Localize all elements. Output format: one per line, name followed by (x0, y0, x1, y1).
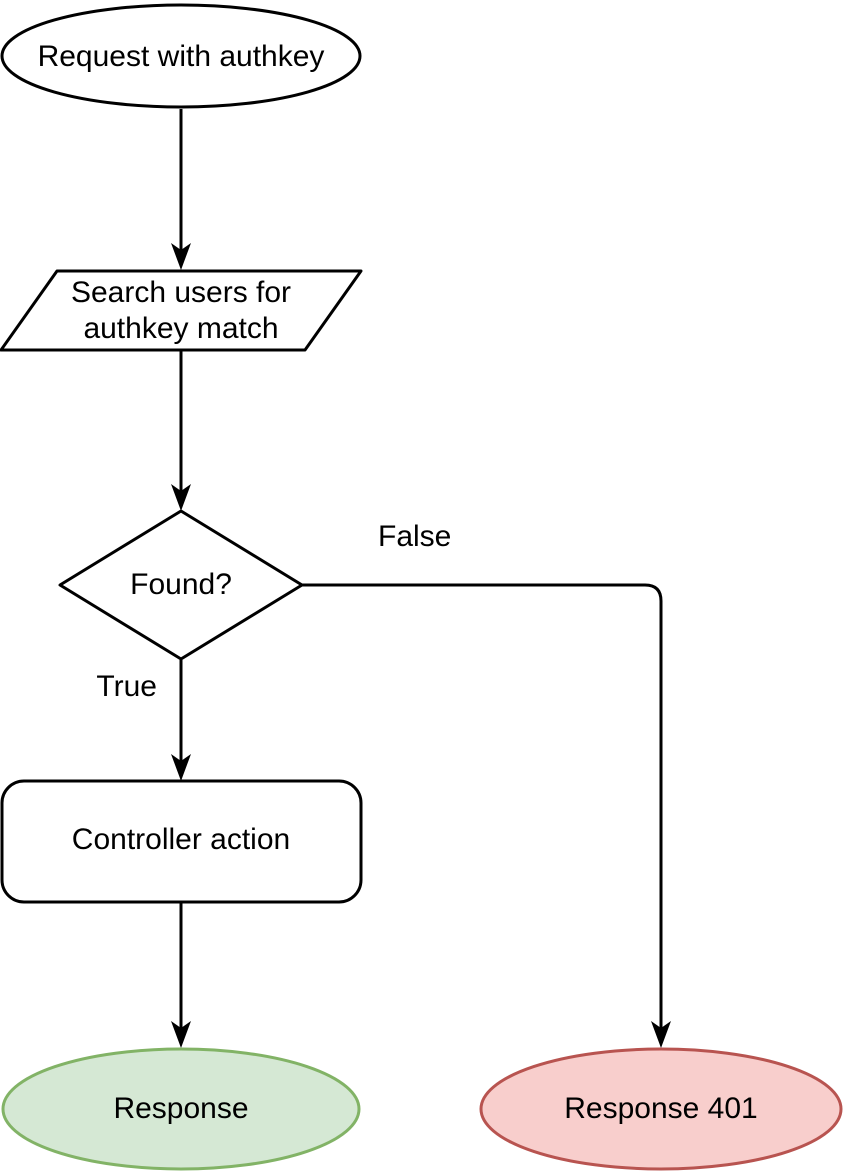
start-ellipse-shape (0, 3, 362, 109)
arrow-head-icon (171, 243, 191, 270)
decision-label: Found? (130, 568, 232, 601)
response-ellipse-shape (1, 1047, 361, 1171)
edge-label-true: True (96, 670, 157, 703)
edge-label-false: False (378, 520, 451, 553)
arrow-head-icon (171, 1021, 191, 1048)
node-decision-found[interactable]: Found? (58, 509, 304, 661)
node-start[interactable]: Request with authkey (0, 3, 362, 109)
search-label-line1: Search users for (71, 276, 291, 309)
arrow-head-icon (171, 484, 191, 511)
edge-decision-to-response-401: False (302, 520, 671, 1048)
arrow-head-icon (651, 1021, 671, 1048)
node-response-success[interactable]: Response (1, 1047, 361, 1171)
response-label: Response (113, 1092, 248, 1125)
response-401-label: Response 401 (564, 1092, 757, 1125)
start-label: Request with authkey (38, 40, 325, 73)
edge-start-to-search (171, 109, 191, 270)
controller-action-label: Controller action (72, 823, 290, 856)
node-controller-action[interactable]: Controller action (0, 779, 363, 904)
search-label-line2: authkey match (83, 312, 278, 345)
edge-search-to-decision (171, 351, 191, 511)
edge-line (302, 583, 663, 1033)
controller-action-rect-shape (0, 779, 363, 904)
edge-decision-to-action: True (96, 660, 191, 781)
response-401-ellipse-shape (479, 1047, 843, 1171)
decision-diamond-shape (58, 509, 304, 661)
arrow-head-icon (171, 754, 191, 781)
node-response-401[interactable]: Response 401 (479, 1047, 843, 1171)
edge-action-to-response (171, 903, 191, 1048)
node-search-users[interactable]: Search users for authkey match (0, 269, 363, 352)
search-parallelogram-shape (0, 269, 363, 352)
